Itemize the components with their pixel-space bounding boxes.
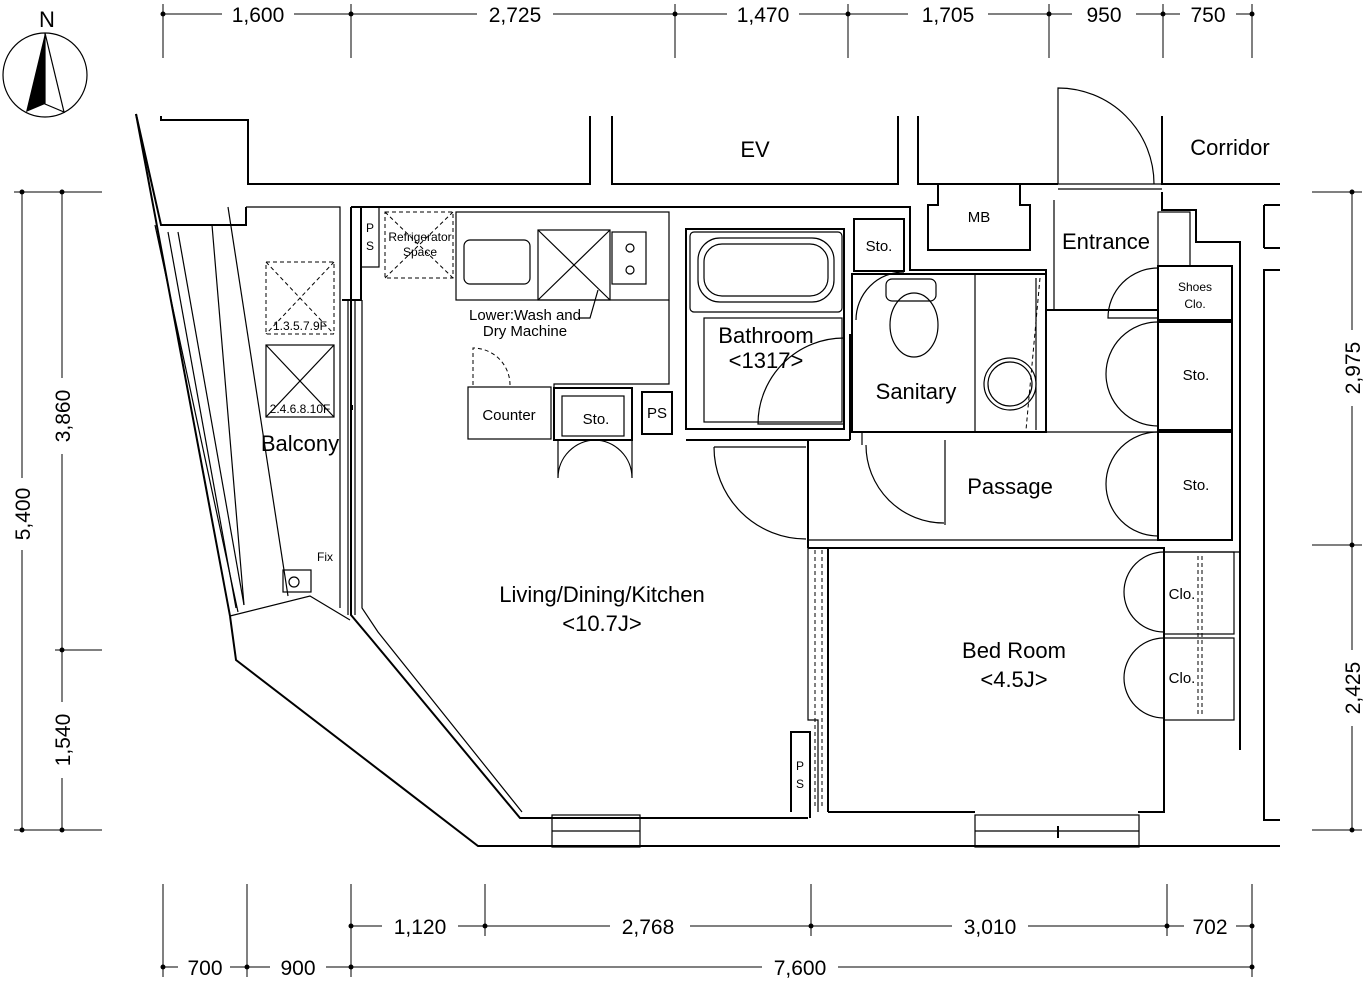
ps-lower-s: S: [796, 777, 804, 791]
entrance-storage-2-label: Sto.: [1183, 477, 1210, 494]
balcony-walls: [135, 113, 1280, 847]
right-dimension-lines: [1312, 189, 1364, 833]
entrance-closets: [1105, 211, 1233, 541]
north-label: N: [39, 7, 55, 32]
building-context-walls: [160, 87, 1280, 190]
counter-label: Counter: [482, 407, 535, 424]
bathroom-walls: [685, 228, 851, 441]
passage-label: Passage: [967, 474, 1053, 499]
sanitary-label: Sanitary: [876, 379, 957, 404]
dim-bottom-outer-2: 900: [280, 957, 315, 980]
left-dimension-lines: [10, 189, 102, 833]
dim-left-upper: 3,860: [52, 390, 75, 443]
dim-top-4: 1,705: [922, 4, 975, 27]
bedroom-label: Bed Room: [962, 638, 1066, 663]
ps-shaft-kitchen: [641, 391, 673, 435]
bathroom-size: <1317>: [729, 348, 804, 373]
corridor-label: Corridor: [1190, 135, 1269, 160]
dim-right-upper: 2,975: [1342, 342, 1365, 395]
dim-bottom-outer-1: 700: [187, 957, 222, 980]
ldk-label: Living/Dining/Kitchen: [499, 582, 704, 607]
bathroom-label: Bathroom: [718, 323, 813, 348]
dim-left-total: 5,400: [12, 488, 35, 541]
north-arrow-icon: [2, 32, 88, 118]
refrigerator-space: [384, 211, 454, 279]
top-dimension-line: [160, 4, 1255, 58]
bedroom-size: <4.5J>: [980, 667, 1047, 692]
counter-block: [467, 347, 552, 440]
closet-2-label: Clo.: [1169, 670, 1196, 687]
dim-top-3: 1,470: [737, 4, 790, 27]
entrance-label: Entrance: [1062, 229, 1150, 254]
dim-bottom-outer-3: 7,600: [774, 957, 827, 980]
dim-bottom-3: 3,010: [964, 916, 1017, 939]
dim-top-6: 750: [1190, 4, 1225, 27]
dim-bottom-1: 1,120: [394, 916, 447, 939]
drain-icon: [282, 569, 312, 593]
mb-label: MB: [968, 209, 991, 226]
mb-box: [918, 183, 1031, 251]
balcony-unit-upper: [265, 261, 335, 335]
dim-right-lower: 2,425: [1342, 662, 1365, 715]
ev-label: EV: [740, 137, 770, 162]
dim-top-1: 1,600: [232, 4, 285, 27]
washer-label-1: Lower:Wash and: [469, 307, 581, 324]
shoes-closet-label-1: Shoes: [1178, 280, 1212, 294]
bottom-dimension-lines: [160, 884, 1255, 979]
dim-top-5: 950: [1086, 4, 1121, 27]
balcony-label: Balcony: [261, 431, 339, 456]
bathtub-icon: [689, 231, 843, 313]
kitchen-storage-label: Sto.: [583, 411, 610, 428]
passage-walls: [713, 200, 1158, 548]
washbasin-icon: [983, 357, 1037, 411]
dim-left-lower: 1,540: [52, 714, 75, 767]
closet-1-label: Clo.: [1169, 586, 1196, 603]
balcony-unit-lower: [265, 344, 335, 418]
refrigerator-label-2: Space: [403, 245, 437, 259]
ps-lower-p: P: [796, 759, 804, 773]
entrance-storage-1-label: Sto.: [1183, 367, 1210, 384]
shoes-closet-label-2: Clo.: [1184, 297, 1205, 311]
refrigerator-label-1: Refrigerator: [388, 230, 451, 244]
washer-label-2: Dry Machine: [483, 323, 567, 340]
balcony-unit-a-label: 1.3.5.7.9F: [273, 319, 327, 333]
balcony-unit-b-label: 2.4.6.8.10F: [270, 402, 331, 416]
dim-bottom-4: 702: [1192, 916, 1227, 939]
ps-upper-s: S: [366, 239, 374, 253]
ps-kitchen-label: PS: [647, 405, 667, 422]
ps-shaft-upper: [360, 206, 380, 268]
bathroom-door-swing: [757, 337, 845, 425]
apartment-walls: [342, 192, 1280, 848]
dim-top-2: 2,725: [489, 4, 542, 27]
dim-bottom-2: 2,768: [622, 916, 675, 939]
toilet-icon: [855, 271, 939, 358]
top-dimension-labels: 1,600 2,725 1,470 1,705 950 750: [222, 2, 1236, 27]
fix-label: Fix: [317, 550, 333, 564]
ps-upper-p: P: [366, 221, 374, 235]
ldk-size: <10.7J>: [562, 611, 642, 636]
kitchen-storage: [553, 387, 633, 479]
sanitary-storage-label: Sto.: [866, 238, 893, 255]
bedroom-closets: [1123, 551, 1235, 721]
